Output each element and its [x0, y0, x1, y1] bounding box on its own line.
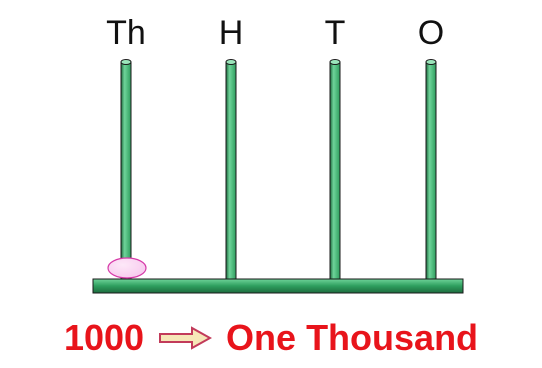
rod-cap-t	[329, 59, 341, 65]
rod-cap-h	[225, 59, 237, 65]
right-arrow-icon	[159, 326, 213, 350]
caption: 1000 One Thousand	[0, 312, 542, 364]
caption-words: One Thousand	[226, 317, 479, 358]
place-label-h: H	[219, 14, 244, 52]
place-label-th: Th	[106, 14, 146, 52]
bead-th	[107, 257, 147, 279]
place-label-o: O	[418, 14, 444, 52]
rod-t	[329, 61, 341, 281]
rod-h	[225, 61, 237, 281]
abacus-diagram: Th H T O	[92, 14, 464, 294]
rod-cap-th	[120, 59, 132, 65]
abacus-base	[92, 278, 464, 294]
rod-th	[120, 61, 132, 281]
rod-o	[425, 61, 437, 281]
caption-number: 1000	[63, 317, 145, 358]
place-label-t: T	[325, 14, 346, 52]
rod-cap-o	[425, 59, 437, 65]
